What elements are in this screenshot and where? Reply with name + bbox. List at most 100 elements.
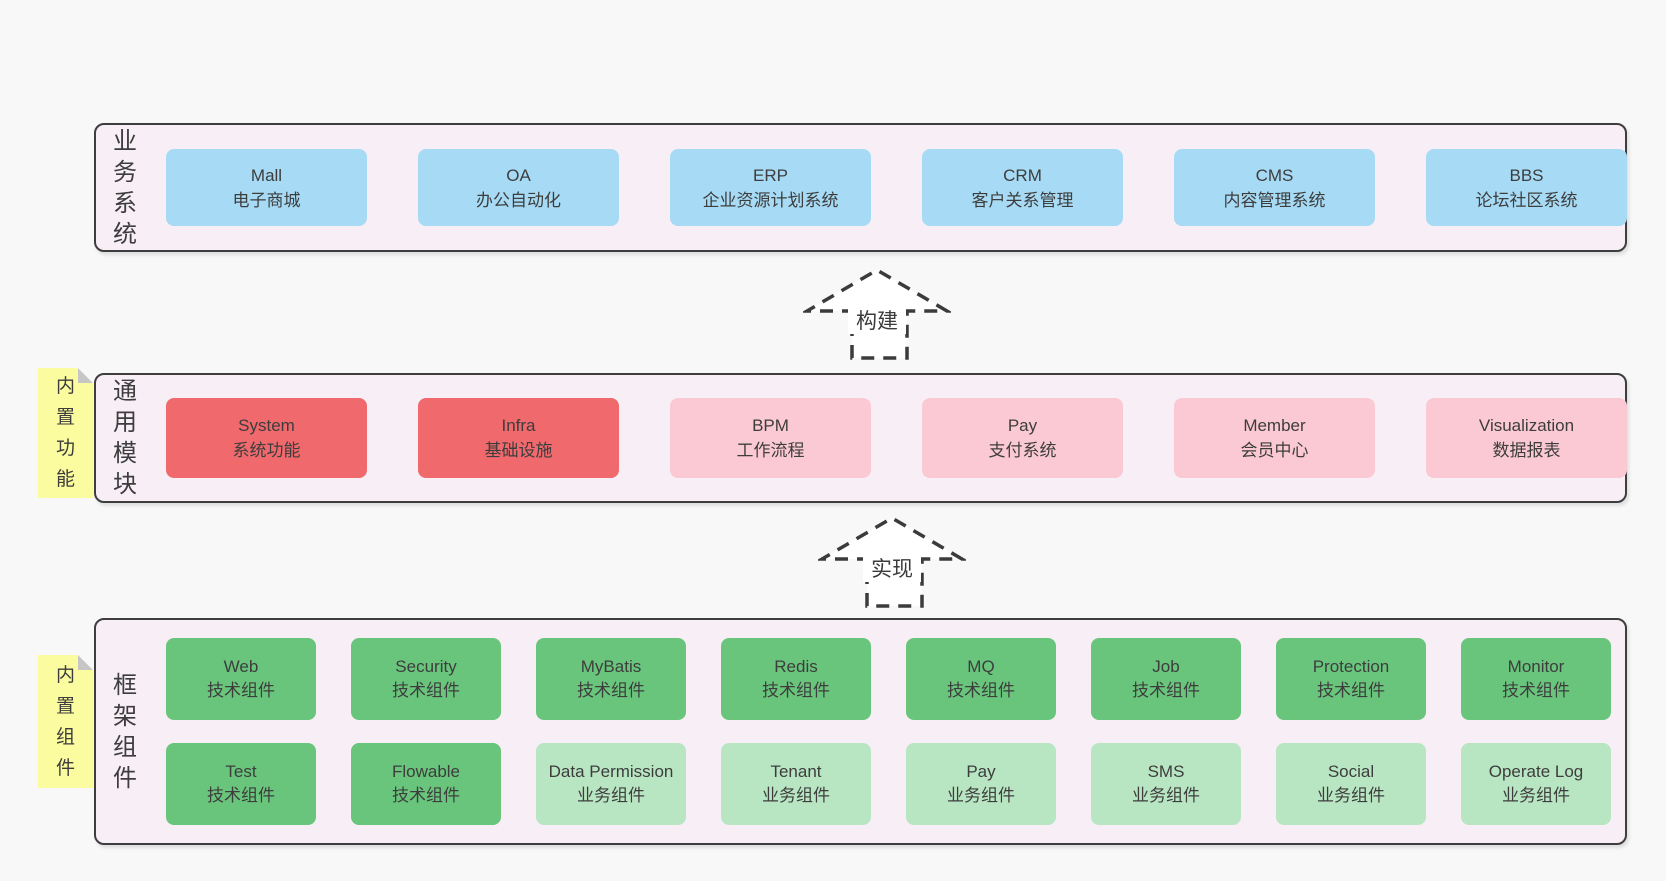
- implement-arrow: 实现: [818, 515, 966, 608]
- box-name: MQ: [967, 657, 995, 676]
- box-system: System 系统功能: [166, 398, 367, 478]
- box-mall: Mall 电子商城: [166, 149, 367, 226]
- box-desc: 技术组件: [1132, 681, 1200, 700]
- box-name: Protection: [1312, 657, 1390, 676]
- built-in-components-tag: 内置组件: [38, 655, 93, 788]
- business-systems-row: Mall 电子商城 OA 办公自动化 ERP 企业资源计划系统 CRM 客户关系…: [154, 149, 1627, 226]
- tag-label: 内置功能: [55, 376, 75, 490]
- box-name: Member: [1243, 416, 1306, 435]
- box-name: Web: [223, 657, 259, 676]
- box-sms: SMS 业务组件: [1091, 743, 1241, 825]
- common-modules-label: 通用模块: [113, 378, 137, 498]
- box-pay-component: Pay 业务组件: [906, 743, 1056, 825]
- box-desc: 企业资源计划系统: [702, 190, 839, 210]
- box-name: Security: [395, 657, 457, 676]
- box-pay: Pay 支付系统: [922, 398, 1123, 478]
- business-systems-panel: 业务系统 Mall 电子商城 OA 办公自动化 ERP 企业资源计划系统 CRM…: [94, 123, 1627, 252]
- box-name: Pay: [1007, 416, 1038, 435]
- arrow-label-backdrop: [848, 306, 906, 334]
- box-infra: Infra 基础设施: [418, 398, 619, 478]
- box-desc: 技术组件: [392, 786, 460, 805]
- box-desc: 支付系统: [988, 441, 1057, 460]
- common-modules-panel: 通用模块 System 系统功能 Infra 基础设施 BPM 工作流程 Pay…: [94, 373, 1627, 503]
- box-name: Test: [225, 762, 257, 781]
- box-data-permission: Data Permission 业务组件: [536, 743, 686, 825]
- box-name: Job: [1152, 657, 1180, 676]
- box-crm: CRM 客户关系管理: [922, 149, 1123, 226]
- build-arrow: 构建: [803, 267, 951, 360]
- box-redis: Redis 技术组件: [721, 638, 871, 720]
- box-name: Pay: [966, 762, 996, 781]
- box-name: Data Permission: [548, 762, 674, 781]
- built-in-features-tag: 内置功能: [38, 368, 93, 498]
- folded-corner-icon: [78, 655, 93, 670]
- arrow-label: 实现: [871, 558, 913, 581]
- box-desc: 业务组件: [1317, 786, 1385, 805]
- box-desc: 工作流程: [736, 441, 805, 460]
- box-desc: 技术组件: [1317, 681, 1385, 700]
- framework-row-2: Test 技术组件 Flowable 技术组件 Data Permission …: [154, 743, 1611, 825]
- common-modules-row: System 系统功能 Infra 基础设施 BPM 工作流程 Pay 支付系统…: [154, 398, 1627, 478]
- box-desc: 数据报表: [1492, 441, 1561, 460]
- box-desc: 业务组件: [577, 786, 645, 805]
- box-desc: 办公自动化: [476, 190, 561, 210]
- box-bpm: BPM 工作流程: [670, 398, 871, 478]
- framework-rows: Web 技术组件 Security 技术组件 MyBatis 技术组件 Redi…: [154, 638, 1611, 825]
- box-desc: 技术组件: [947, 681, 1015, 700]
- arrow-label-backdrop: [863, 554, 921, 582]
- box-desc: 基础设施: [484, 441, 553, 460]
- box-name: Flowable: [391, 762, 461, 781]
- box-security: Security 技术组件: [351, 638, 501, 720]
- box-name: Operate Log: [1488, 762, 1584, 781]
- box-desc: 业务组件: [762, 786, 830, 805]
- box-name: OA: [506, 165, 531, 185]
- box-oa: OA 办公自动化: [418, 149, 619, 226]
- box-name: Monitor: [1507, 657, 1565, 676]
- box-name: MyBatis: [580, 657, 642, 676]
- box-web: Web 技术组件: [166, 638, 316, 720]
- box-desc: 系统功能: [232, 441, 301, 460]
- box-desc: 技术组件: [762, 681, 830, 700]
- box-protection: Protection 技术组件: [1276, 638, 1426, 720]
- framework-components-label: 框架组件: [113, 671, 137, 792]
- box-desc: 客户关系管理: [971, 190, 1074, 210]
- box-desc: 技术组件: [207, 786, 275, 805]
- box-desc: 业务组件: [947, 786, 1015, 805]
- box-name: Tenant: [770, 762, 822, 781]
- box-bbs: BBS 论坛社区系统: [1426, 149, 1627, 226]
- box-flowable: Flowable 技术组件: [351, 743, 501, 825]
- box-name: CMS: [1255, 165, 1294, 185]
- box-member: Member 会员中心: [1174, 398, 1375, 478]
- box-name: Visualization: [1478, 416, 1575, 435]
- box-cms: CMS 内容管理系统: [1174, 149, 1375, 226]
- box-name: Social: [1327, 762, 1375, 781]
- business-systems-label: 业务系统: [113, 127, 137, 248]
- box-name: SMS: [1147, 762, 1185, 781]
- box-desc: 业务组件: [1132, 786, 1200, 805]
- box-desc: 内容管理系统: [1223, 190, 1326, 210]
- box-social: Social 业务组件: [1276, 743, 1426, 825]
- box-test: Test 技术组件: [166, 743, 316, 825]
- box-visualization: Visualization 数据报表: [1426, 398, 1627, 478]
- box-desc: 业务组件: [1502, 786, 1570, 805]
- box-name: CRM: [1003, 165, 1042, 185]
- box-monitor: Monitor 技术组件: [1461, 638, 1611, 720]
- box-tenant: Tenant 业务组件: [721, 743, 871, 825]
- box-name: BPM: [752, 416, 789, 435]
- box-job: Job 技术组件: [1091, 638, 1241, 720]
- box-operate-log: Operate Log 业务组件: [1461, 743, 1611, 825]
- box-mybatis: MyBatis 技术组件: [536, 638, 686, 720]
- box-name: BBS: [1509, 165, 1544, 185]
- box-desc: 电子商城: [232, 190, 301, 210]
- framework-components-panel: 框架组件 Web 技术组件 Security 技术组件 MyBatis 技术组件…: [94, 618, 1627, 845]
- box-mq: MQ 技术组件: [906, 638, 1056, 720]
- box-desc: 技术组件: [577, 681, 645, 700]
- box-name: Mall: [250, 165, 283, 185]
- box-desc: 论坛社区系统: [1475, 190, 1578, 210]
- arrow-label: 构建: [856, 310, 898, 333]
- box-name: ERP: [753, 165, 788, 185]
- box-desc: 会员中心: [1240, 441, 1309, 460]
- framework-row-1: Web 技术组件 Security 技术组件 MyBatis 技术组件 Redi…: [154, 638, 1611, 720]
- box-desc: 技术组件: [207, 681, 275, 700]
